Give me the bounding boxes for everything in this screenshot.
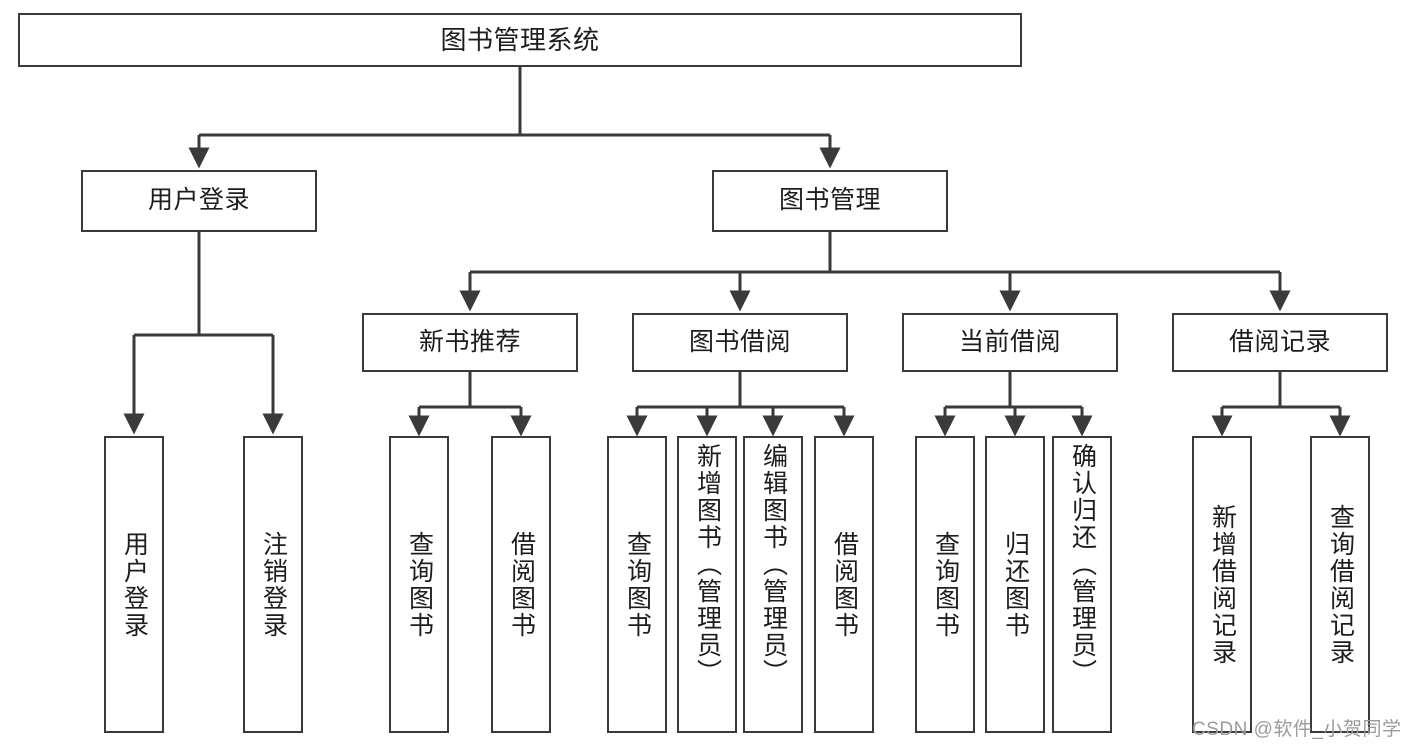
node-label: 查询图书 [405, 530, 434, 639]
leaf-add-borrow-record[interactable]: 新增借阅记录 [1192, 436, 1252, 733]
node-label: 新增图书（管理员） [693, 443, 722, 686]
node-label: 归还图书 [1001, 530, 1030, 639]
node-current-borrow[interactable]: 当前借阅 [902, 313, 1118, 372]
leaf-borrow-book-recommend[interactable]: 借阅图书 [491, 436, 551, 733]
node-label: 借阅记录 [1228, 327, 1331, 356]
leaf-confirm-return-admin[interactable]: 确认归还（管理员） [1052, 436, 1112, 733]
node-root-system[interactable]: 图书管理系统 [18, 13, 1022, 67]
node-label: 当前借阅 [958, 327, 1061, 356]
node-label: 借阅图书 [507, 530, 536, 639]
leaf-edit-book-admin[interactable]: 编辑图书（管理员） [743, 436, 803, 733]
node-label: 用户登录 [147, 186, 250, 215]
node-label: 新增借阅记录 [1208, 503, 1237, 666]
node-label: 借阅图书 [830, 530, 859, 639]
node-borrow-record[interactable]: 借阅记录 [1172, 313, 1388, 372]
leaf-query-book-borrow[interactable]: 查询图书 [607, 436, 667, 733]
leaf-query-book-recommend[interactable]: 查询图书 [389, 436, 449, 733]
node-label: 编辑图书（管理员） [759, 443, 788, 686]
leaf-user-login[interactable]: 用户登录 [104, 436, 164, 733]
node-new-book-recommend[interactable]: 新书推荐 [362, 313, 578, 372]
node-label: 查询图书 [623, 530, 652, 639]
leaf-return-book[interactable]: 归还图书 [985, 436, 1045, 733]
node-label: 图书借阅 [688, 327, 791, 356]
leaf-borrow-book[interactable]: 借阅图书 [814, 436, 874, 733]
leaf-add-book-admin[interactable]: 新增图书（管理员） [677, 436, 737, 733]
node-label: 确认归还（管理员） [1068, 443, 1097, 686]
leaf-user-logout[interactable]: 注销登录 [243, 436, 303, 733]
node-label: 新书推荐 [418, 327, 521, 356]
node-label: 用户登录 [120, 530, 149, 639]
leaf-query-borrow-record[interactable]: 查询借阅记录 [1310, 436, 1370, 733]
leaf-query-book-current[interactable]: 查询图书 [915, 436, 975, 733]
node-label: 图书管理 [778, 186, 881, 215]
node-book-borrow[interactable]: 图书借阅 [632, 313, 848, 372]
watermark-text: CSDN @软件_小贺同学 [1192, 719, 1402, 740]
node-label: 查询图书 [931, 530, 960, 639]
node-user-login[interactable]: 用户登录 [81, 170, 317, 232]
node-label: 查询借阅记录 [1326, 503, 1355, 666]
node-label: 图书管理系统 [440, 24, 600, 55]
node-label: 注销登录 [259, 530, 288, 639]
node-book-management[interactable]: 图书管理 [712, 170, 948, 232]
